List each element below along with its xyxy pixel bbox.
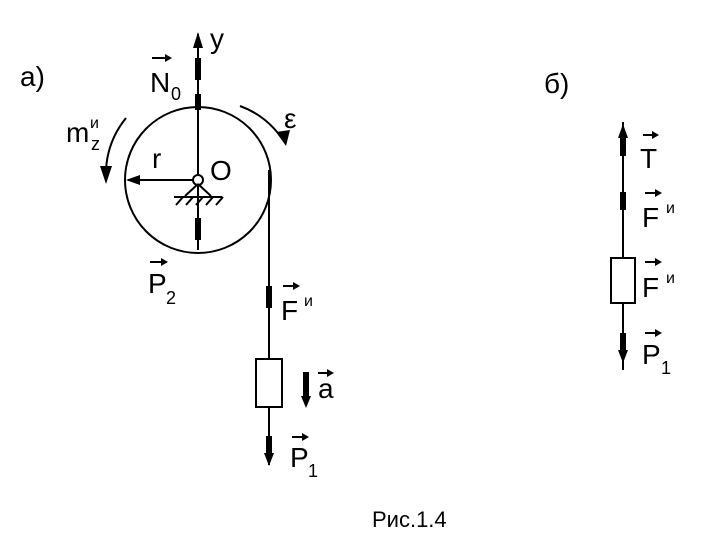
- hatch-5: [215, 196, 224, 206]
- n0-sub: 0: [171, 84, 181, 104]
- p2-main: P: [148, 268, 167, 299]
- p1-b-main: P: [642, 339, 661, 370]
- a-main: a: [318, 373, 334, 404]
- panel-a: а) y N 0 r O: [20, 23, 334, 481]
- panel-a-label: а): [20, 61, 45, 92]
- epsilon-arc: [239, 105, 284, 141]
- panel-b-label: б): [544, 68, 569, 99]
- p2-label: P 2: [148, 258, 176, 308]
- hatch-3: [195, 196, 204, 206]
- f-lower-main: F: [642, 272, 659, 303]
- f-upper-sup: и: [666, 200, 675, 217]
- center-label: O: [210, 155, 232, 186]
- f-upper-main: F: [642, 202, 659, 233]
- p1-b-overarrow-head: [655, 329, 662, 337]
- n0-overarrow-head: [165, 54, 172, 62]
- moment-sup: и: [90, 115, 99, 132]
- a-overarrow-head: [327, 369, 334, 377]
- acceleration-label: a: [318, 369, 334, 404]
- f-main: F: [281, 295, 298, 326]
- moment-main: m: [66, 117, 89, 148]
- support-leg-left: [184, 183, 199, 197]
- f-overarrow-head: [293, 282, 300, 290]
- hinge-pin: [192, 174, 204, 186]
- epsilon-arrowhead: [276, 130, 290, 146]
- moment-label: m и z: [66, 115, 100, 154]
- n0-main: N: [150, 67, 170, 98]
- p1-b-arrowhead: [618, 350, 628, 363]
- p1-main: P: [290, 442, 309, 473]
- figure-caption: Рис.1.4: [372, 507, 447, 532]
- f-upper-overarrow-head: [655, 189, 662, 197]
- load-block: [255, 358, 283, 408]
- f-sup: и: [304, 293, 313, 310]
- f-lower-sup: и: [666, 270, 675, 287]
- y-axis-label: y: [210, 23, 224, 54]
- radius-label: r: [152, 143, 161, 174]
- hinge-support: [174, 174, 224, 206]
- t-arrowhead: [618, 124, 628, 138]
- epsilon-label: ε: [284, 103, 296, 134]
- f-inertia-label: F и: [281, 282, 313, 326]
- acceleration-arrowhead: [301, 396, 311, 408]
- radius-arrowhead: [126, 175, 140, 185]
- t-main: T: [640, 143, 657, 174]
- hatch-1: [175, 196, 184, 206]
- hatch-2: [185, 196, 194, 206]
- p2-overarrow-head: [161, 258, 168, 266]
- f-upper-label: F и: [642, 189, 675, 233]
- panel-b: б) T F и F и: [544, 68, 675, 378]
- p1-b-sub: 1: [661, 358, 671, 378]
- p1-arrowhead: [264, 453, 274, 466]
- load-block-b: [610, 257, 636, 304]
- p1-b-label: P 1: [642, 329, 671, 378]
- t-label: T: [640, 131, 659, 174]
- t-overarrow-head: [652, 131, 659, 139]
- y-axis-arrowhead: [193, 32, 203, 48]
- n0-label: N 0: [150, 54, 181, 104]
- p1-label-a: P 1: [290, 433, 318, 481]
- moment-sub: z: [91, 134, 100, 154]
- p1-sub: 1: [308, 461, 318, 481]
- moment-arrowhead: [100, 166, 112, 184]
- f-lower-label: F и: [642, 258, 675, 303]
- f-lower-overarrow-head: [655, 258, 662, 266]
- hatch-4: [205, 196, 214, 206]
- moment-arc: [105, 117, 127, 171]
- p1-overarrow-head: [302, 433, 309, 441]
- support-leg-right: [197, 183, 212, 197]
- p2-sub: 2: [166, 288, 176, 308]
